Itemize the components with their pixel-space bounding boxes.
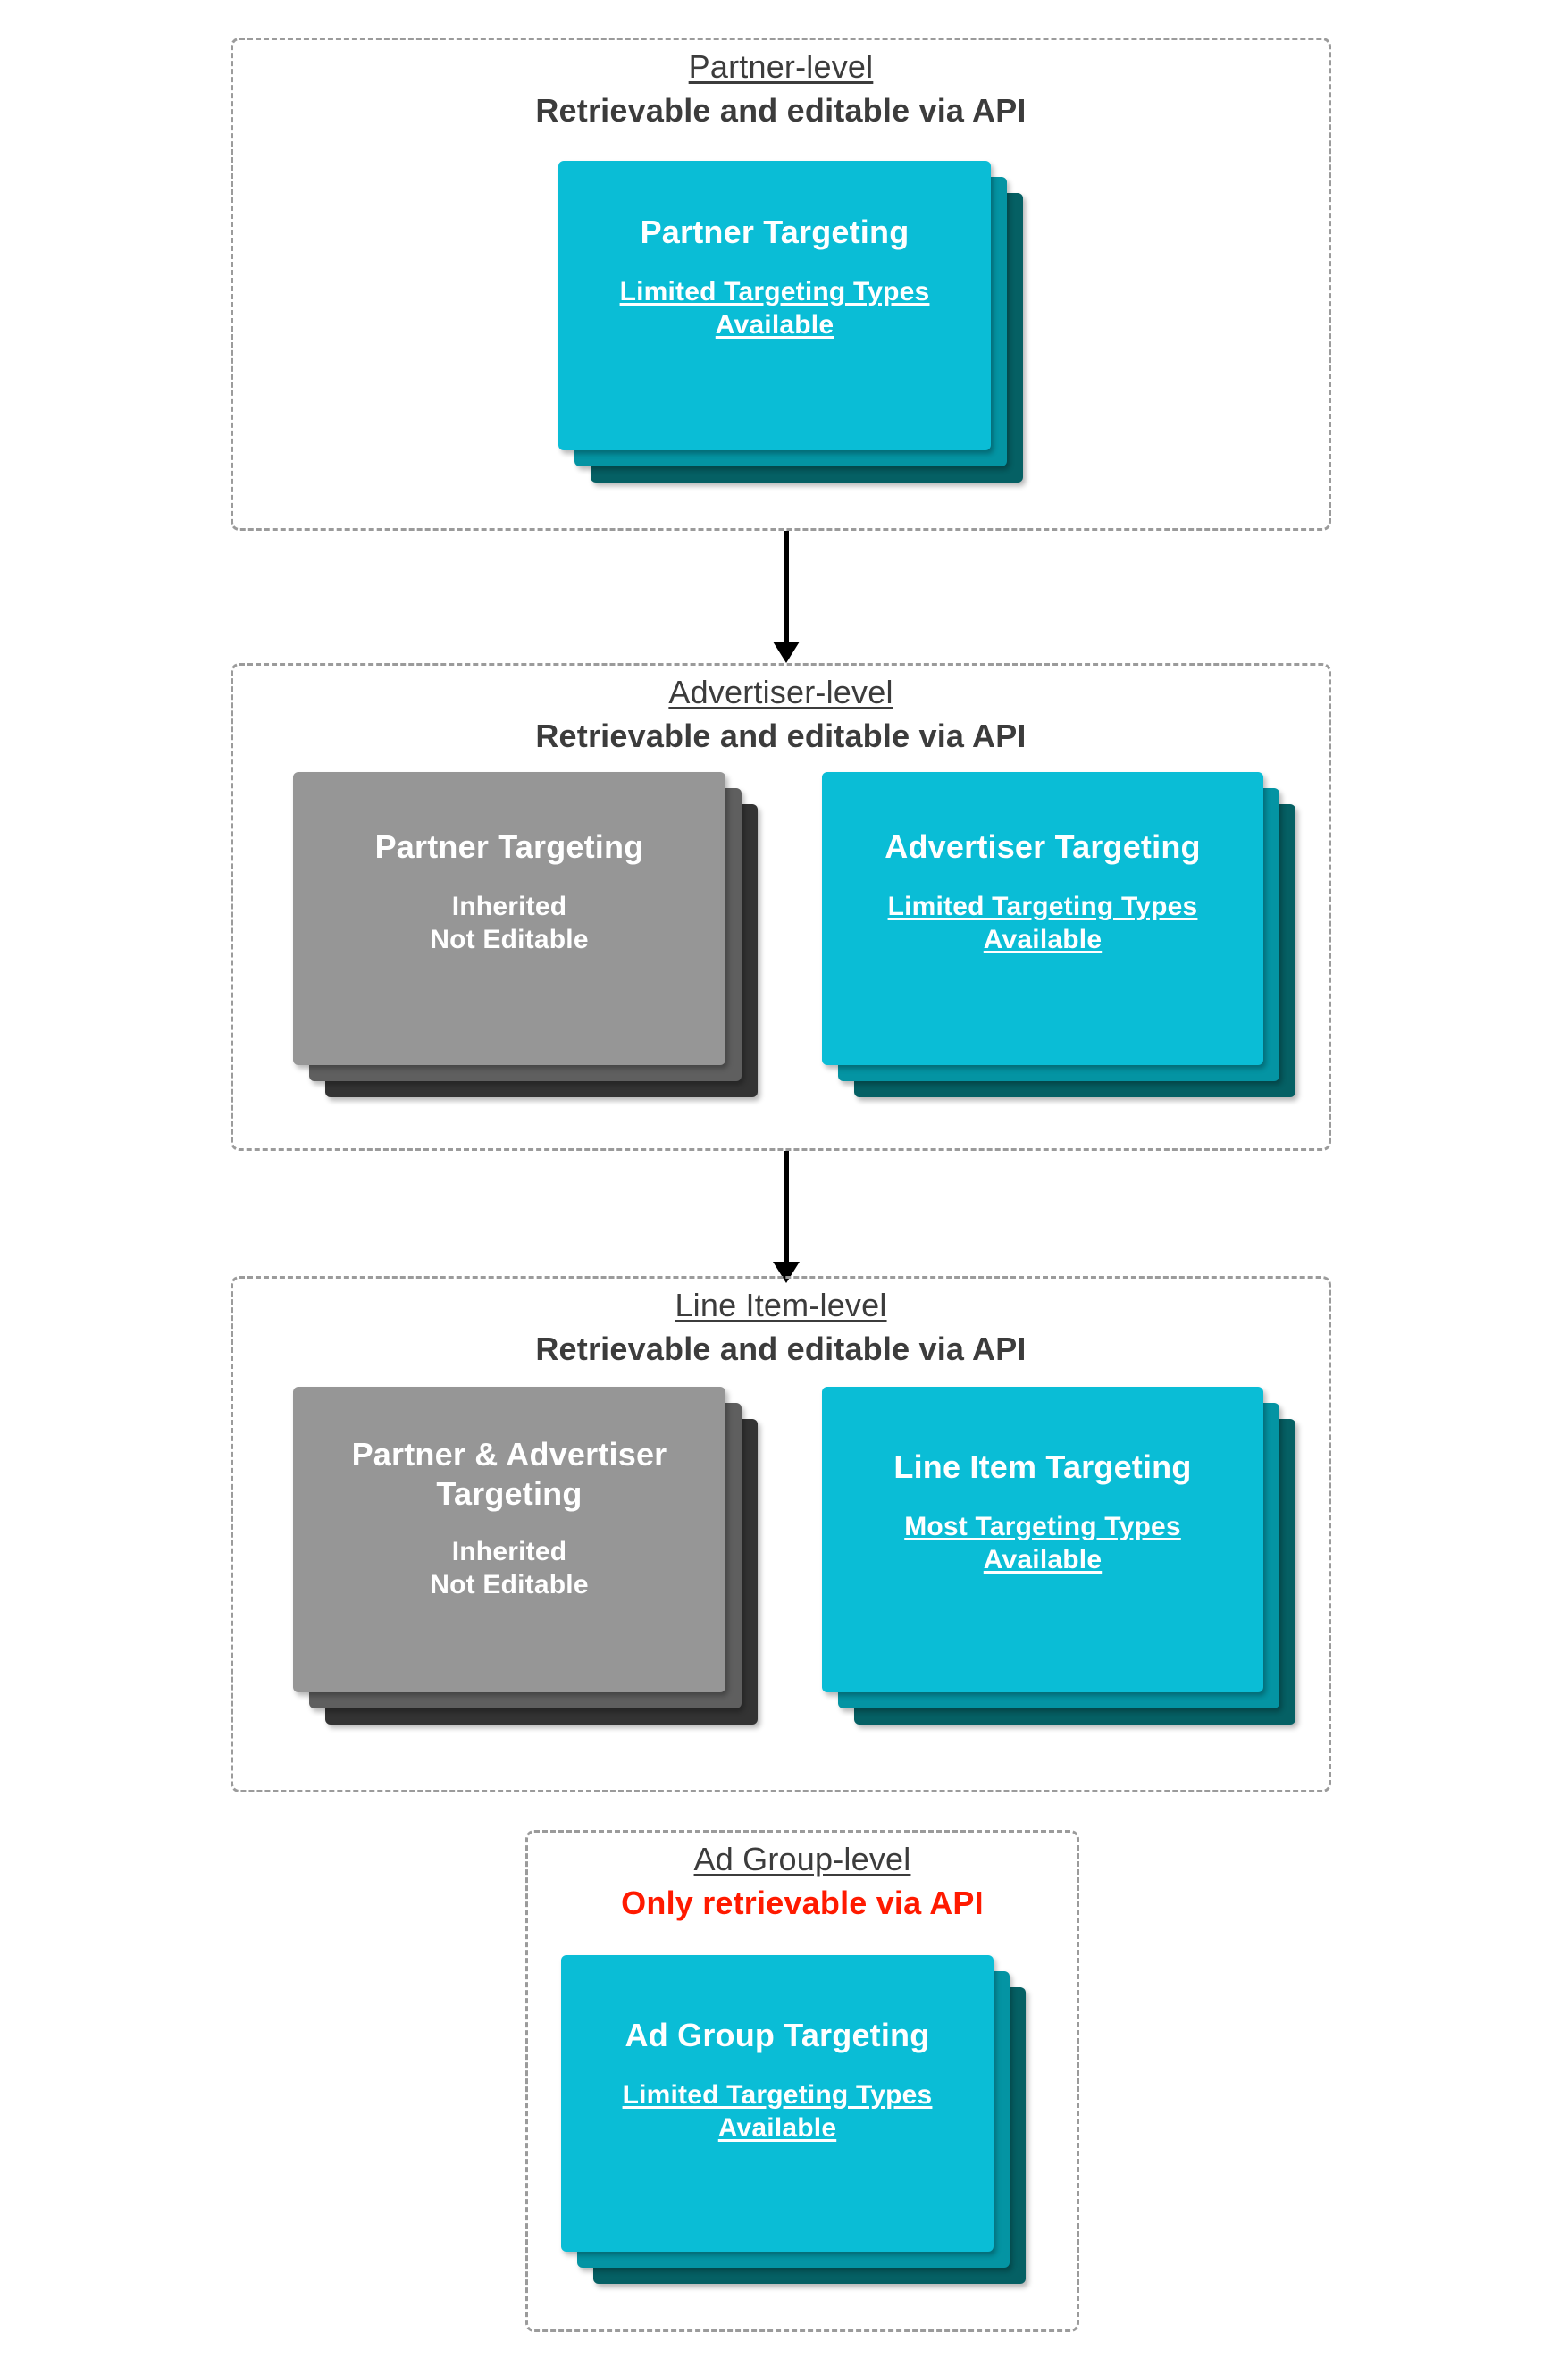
card-title: Line Item Targeting bbox=[893, 1448, 1192, 1485]
arrow-head bbox=[773, 642, 800, 663]
card-title: Ad Group Targeting bbox=[625, 2017, 930, 2053]
card-subtitle-line-2: Available bbox=[717, 2113, 837, 2144]
card-subtitle-line-2: Available bbox=[715, 310, 834, 340]
line-item-level-name: Line Item-level bbox=[675, 1287, 887, 1323]
arrow-shaft bbox=[784, 1151, 789, 1262]
card-subtitle-line-1: Most Targeting Types bbox=[904, 1511, 1181, 1541]
arrow-partner-to-advertiser bbox=[768, 531, 804, 663]
line-item-level-api-note: Retrievable and editable via API bbox=[535, 1330, 1027, 1367]
card-stack-line-item-targeting[interactable]: Line Item Targeting Most Targeting Types… bbox=[822, 1387, 1295, 1744]
card-subtitle-line-2: Available bbox=[983, 1545, 1103, 1575]
card-subtitle-line-1: Inherited bbox=[451, 1536, 567, 1566]
card-face-inherited-partner-advertiser-targeting[interactable]: Partner & Advertiser Targeting Inherited… bbox=[293, 1387, 725, 1692]
ad-group-level-api-note: Only retrievable via API bbox=[621, 1884, 984, 1921]
arrow-head bbox=[773, 1262, 800, 1283]
ad-group-level-container bbox=[525, 1830, 1079, 2332]
ad-group-level-heading: Ad Group-level Only retrievable via API bbox=[525, 1839, 1079, 1925]
card-title: Partner Targeting bbox=[374, 828, 644, 865]
card-title: Advertiser Targeting bbox=[885, 828, 1201, 865]
card-subtitle-line-1: Limited Targeting Types bbox=[619, 276, 930, 306]
card-subtitle-line-1: Limited Targeting Types bbox=[887, 891, 1198, 921]
card-stack-advertiser-inherited-partner[interactable]: Partner Targeting Inherited Not Editable bbox=[293, 772, 758, 1097]
card-title: Partner & Advertiser Targeting bbox=[351, 1436, 667, 1512]
card-stack-advertiser-targeting[interactable]: Advertiser Targeting Limited Targeting T… bbox=[822, 772, 1295, 1097]
card-face-line-item-targeting[interactable]: Line Item Targeting Most Targeting Types… bbox=[822, 1387, 1263, 1692]
advertiser-level-heading: Advertiser-level Retrievable and editabl… bbox=[231, 672, 1331, 758]
arrow-advertiser-to-line-item bbox=[768, 1151, 804, 1283]
partner-level-heading: Partner-level Retrievable and editable v… bbox=[231, 46, 1331, 132]
card-stack-line-item-inherited[interactable]: Partner & Advertiser Targeting Inherited… bbox=[293, 1387, 758, 1744]
card-stack-ad-group-targeting[interactable]: Ad Group Targeting Limited Targeting Typ… bbox=[561, 1955, 1026, 2284]
card-subtitle-line-2: Not Editable bbox=[430, 925, 589, 955]
advertiser-level-api-note: Retrievable and editable via API bbox=[535, 718, 1027, 754]
card-title: Partner Targeting bbox=[640, 214, 910, 250]
advertiser-level-container bbox=[231, 663, 1331, 1151]
card-face-ad-group-targeting[interactable]: Ad Group Targeting Limited Targeting Typ… bbox=[561, 1955, 994, 2252]
partner-level-name: Partner-level bbox=[688, 48, 874, 85]
card-subtitle-line-1: Inherited bbox=[451, 891, 567, 921]
arrow-shaft bbox=[784, 531, 789, 642]
card-subtitle-line-2: Available bbox=[983, 925, 1103, 955]
ad-group-level-name: Ad Group-level bbox=[693, 1841, 911, 1877]
card-face-inherited-partner-targeting[interactable]: Partner Targeting Inherited Not Editable bbox=[293, 772, 725, 1065]
card-stack-partner-targeting[interactable]: Partner Targeting Limited Targeting Type… bbox=[558, 161, 1023, 483]
advertiser-level-name: Advertiser-level bbox=[668, 674, 893, 710]
line-item-level-heading: Line Item-level Retrievable and editable… bbox=[231, 1285, 1331, 1371]
card-face-partner-targeting[interactable]: Partner Targeting Limited Targeting Type… bbox=[558, 161, 991, 450]
card-subtitle-line-2: Not Editable bbox=[430, 1570, 589, 1600]
partner-level-api-note: Retrievable and editable via API bbox=[535, 92, 1027, 129]
card-face-advertiser-targeting[interactable]: Advertiser Targeting Limited Targeting T… bbox=[822, 772, 1263, 1065]
line-item-level-container bbox=[231, 1276, 1331, 1792]
partner-level-container bbox=[231, 38, 1331, 531]
card-subtitle-line-1: Limited Targeting Types bbox=[622, 2079, 933, 2110]
